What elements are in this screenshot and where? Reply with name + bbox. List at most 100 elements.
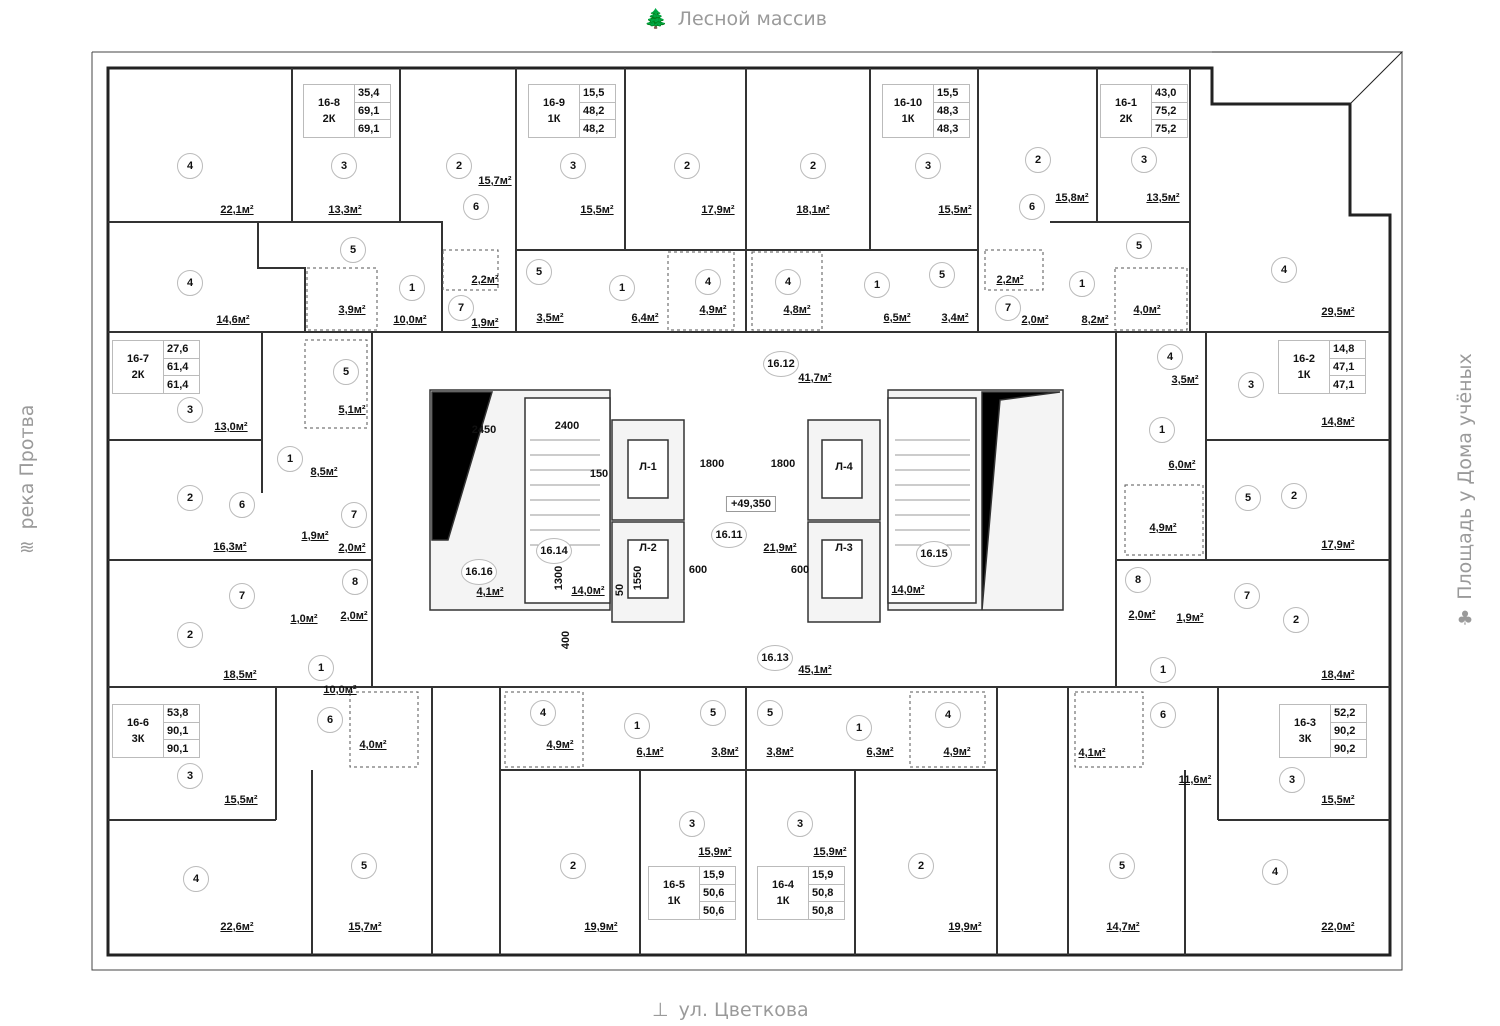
dimension-label: 1550 (632, 565, 644, 591)
room-area-label: 4,1м² (1078, 747, 1106, 759)
room-area-label: 22,0м² (1321, 921, 1355, 933)
room-number-marker: 4 (1271, 257, 1297, 283)
dimension-label: 1800 (699, 458, 725, 470)
room-number-marker: 5 (757, 700, 783, 726)
room-area-label: 3,4м² (941, 312, 969, 324)
room-area-label: 2,0м² (1128, 609, 1156, 621)
total-area-with-balcony: 75,2 (1155, 122, 1177, 135)
room-area-label: 6,0м² (1168, 459, 1196, 471)
room-area-label: 17,9м² (1321, 539, 1355, 551)
tree-bench-icon: ♣ (1456, 607, 1474, 630)
room-number-marker: 6 (229, 492, 255, 518)
room-number-marker: 3 (1238, 372, 1264, 398)
room-area-label: 2,0м² (1021, 314, 1049, 326)
room-area-label: 4,0м² (359, 739, 387, 751)
common-room-marker: 16.13 (757, 645, 793, 671)
total-area: 61,4 (164, 359, 199, 377)
apartment-type: 3К (1298, 733, 1312, 745)
living-area: 35,4 (355, 85, 390, 103)
interior-walls (108, 68, 1390, 955)
room-number-marker: 1 (864, 272, 890, 298)
room-area-label: 10,0м² (323, 684, 357, 696)
apartment-number: 16-10 (893, 97, 923, 109)
room-number-marker: 6 (1019, 194, 1045, 220)
room-area-label: 15,5м² (938, 204, 972, 216)
room-area-label: 4,8м² (783, 304, 811, 316)
room-number-marker: 3 (787, 811, 813, 837)
room-number-marker: 8 (342, 569, 368, 595)
total-area: 90,1 (164, 723, 199, 741)
elevator-label: Л-2 (639, 542, 657, 554)
room-area-label: 6,1м² (636, 746, 664, 758)
room-number-marker: 2 (674, 153, 700, 179)
room-area-label: 3,8м² (766, 746, 794, 758)
room-area-label: 10,0м² (393, 314, 427, 326)
elevator-label: Л-1 (639, 461, 657, 473)
room-number-marker: 5 (929, 262, 955, 288)
room-number-marker: 1 (308, 655, 334, 681)
room-number-marker: 3 (560, 153, 586, 179)
room-area-label: 15,5м² (1321, 794, 1355, 806)
room-area-label: 13,0м² (214, 421, 248, 433)
apartment-type: 1К (547, 113, 561, 125)
room-area-label: 8,2м² (1081, 314, 1109, 326)
total-area-with-balcony: 50,8 (812, 904, 834, 917)
common-room-area: 45,1м² (798, 664, 832, 676)
common-room-marker: 16.16 (461, 559, 497, 585)
water-waves-icon: ≋ (19, 536, 35, 559)
room-area-label: 15,8м² (1055, 192, 1089, 204)
room-number-marker: 3 (1131, 147, 1157, 173)
total-area: 50,8 (809, 885, 844, 903)
common-room-marker: 16.14 (536, 538, 572, 564)
apartment-type: 1К (901, 113, 915, 125)
room-number-marker: 3 (915, 153, 941, 179)
room-area-label: 2,0м² (338, 542, 366, 554)
room-number-marker: 6 (463, 194, 489, 220)
room-area-label: 22,6м² (220, 921, 254, 933)
room-number-marker: 2 (177, 622, 203, 648)
room-area-label: 1,9м² (471, 317, 499, 329)
room-area-label: 14,8м² (1321, 416, 1355, 428)
apartment-type: 2К (1119, 113, 1133, 125)
apartment-id-cell: 16-10 1К (883, 85, 934, 137)
room-number-marker: 1 (609, 275, 635, 301)
room-number-marker: 7 (341, 502, 367, 528)
apartment-type: 3К (131, 733, 145, 745)
room-number-marker: 2 (446, 153, 472, 179)
common-room-marker: 16.12 (763, 351, 799, 377)
apartment-type: 1К (667, 895, 681, 907)
total-area: 75,2 (1152, 103, 1187, 121)
room-number-marker: 3 (679, 811, 705, 837)
living-area: 15,5 (934, 85, 969, 103)
room-number-marker: 5 (700, 700, 726, 726)
room-area-label: 3,5м² (1171, 374, 1199, 386)
room-area-label: 19,9м² (584, 921, 618, 933)
total-area-with-balcony: 47,1 (1333, 378, 1355, 391)
room-area-label: 13,5м² (1146, 192, 1180, 204)
room-number-marker: 2 (1281, 483, 1307, 509)
room-area-label: 6,3м² (866, 746, 894, 758)
room-area-label: 3,8м² (711, 746, 739, 758)
room-area-label: 15,7м² (348, 921, 382, 933)
room-area-label: 4,9м² (943, 746, 971, 758)
total-area: 48,3 (934, 103, 969, 121)
room-number-marker: 1 (1149, 417, 1175, 443)
room-area-label: 4,9м² (1149, 522, 1177, 534)
